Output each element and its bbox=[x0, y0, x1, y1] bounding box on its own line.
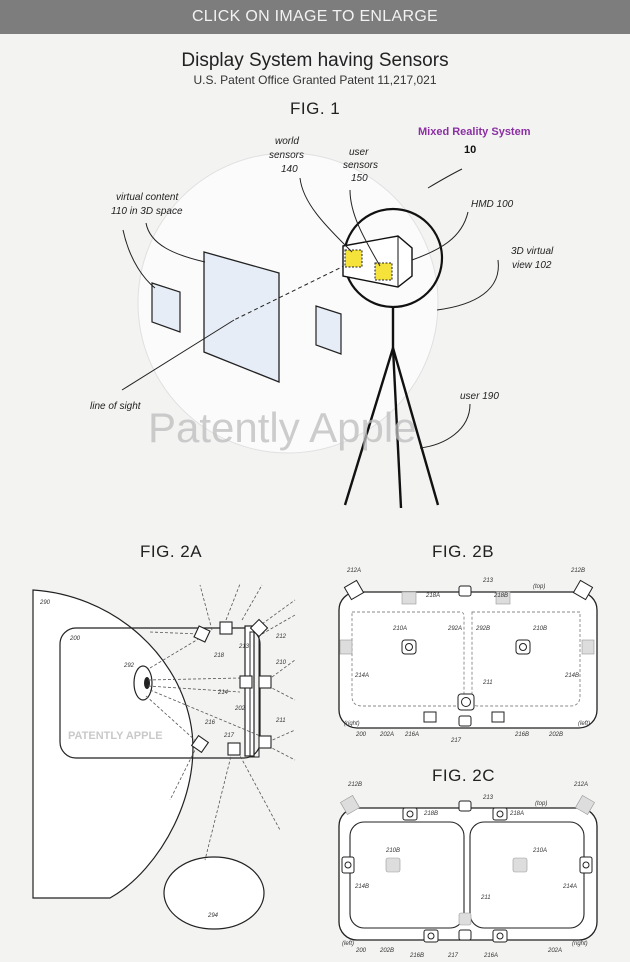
ref-213: 213 bbox=[238, 644, 250, 650]
2b-ref-292a: 292A bbox=[447, 626, 462, 632]
2c-ref-200: 200 bbox=[355, 948, 367, 954]
2c-ref-216a: 216A bbox=[483, 953, 498, 959]
2b-ref-213: 213 bbox=[482, 578, 494, 584]
2b-ref-212a: 212A bbox=[346, 568, 361, 574]
2c-ref-218a: 218A bbox=[509, 811, 524, 817]
2c-ref-212b: 212B bbox=[347, 782, 362, 788]
ref-217: 217 bbox=[223, 733, 235, 739]
content-panel-right bbox=[315, 305, 342, 355]
2b-right: (right) bbox=[344, 721, 360, 727]
world-sensors-label-2: sensors bbox=[269, 150, 304, 161]
2b-ref-202a: 202A bbox=[379, 732, 394, 738]
2c-ref-214b: 214B bbox=[354, 884, 369, 890]
2c-ref-211: 211 bbox=[480, 895, 491, 901]
page-subtitle: U.S. Patent Office Granted Patent 11,217… bbox=[193, 73, 437, 87]
2c-ref-217: 217 bbox=[447, 953, 459, 959]
world-sensor-box bbox=[344, 249, 363, 268]
fig1-label: FIG. 1 bbox=[290, 99, 341, 118]
fig2a-label: FIG. 2A bbox=[140, 542, 203, 561]
mixed-reality-system-label: Mixed Reality System bbox=[418, 126, 531, 138]
virtual-content-label-1: virtual content bbox=[116, 192, 179, 203]
2c-ref-218b: 218B bbox=[423, 811, 438, 817]
ref-218: 218 bbox=[213, 653, 225, 659]
fig1-watermark: Patently Apple bbox=[148, 404, 417, 451]
fig2b-drawing: 212A 213 212B (top) 218A 218B 210A 292A … bbox=[338, 568, 598, 744]
content-panel-main bbox=[203, 251, 280, 383]
user-sensors-label-3: 150 bbox=[351, 173, 368, 184]
user-sensor-box bbox=[374, 262, 393, 281]
2b-ref-292b: 292B bbox=[475, 626, 490, 632]
2b-ref-214a: 214A bbox=[354, 673, 369, 679]
2c-left: (left) bbox=[342, 941, 354, 947]
fig1-drawing: world sensors 140 user sensors 150 virtu… bbox=[90, 126, 554, 509]
line-of-sight-label: line of sight bbox=[90, 401, 142, 412]
ref-210: 210 bbox=[275, 660, 287, 666]
2c-right: (right) bbox=[572, 941, 588, 947]
ref-290: 290 bbox=[39, 600, 51, 606]
ref-212: 212 bbox=[275, 634, 287, 640]
2c-ref-214a: 214A bbox=[562, 884, 577, 890]
view-label-1: 3D virtual bbox=[511, 246, 554, 257]
view-label-2: view 102 bbox=[512, 260, 552, 271]
content-panel-left bbox=[151, 282, 181, 333]
fig2a-watermark: PATENTLY APPLE bbox=[68, 730, 163, 742]
ref-292: 292 bbox=[123, 663, 135, 669]
2b-left: (left) bbox=[578, 721, 590, 727]
2c-ref-202b: 202B bbox=[379, 948, 394, 954]
ref-202: 202 bbox=[234, 706, 246, 712]
2b-top: (top) bbox=[533, 584, 545, 590]
2c-ref-212a: 212A bbox=[573, 782, 588, 788]
2b-ref-218a: 218A bbox=[425, 593, 440, 599]
enlarge-banner-text: CLICK ON IMAGE TO ENLARGE bbox=[191, 8, 439, 25]
user-sensors-label-2: sensors bbox=[343, 160, 378, 171]
ref-216: 216 bbox=[204, 720, 216, 726]
system-number-label: 10 bbox=[464, 144, 476, 156]
2b-ref-202b: 202B bbox=[548, 732, 563, 738]
2b-ref-211: 211 bbox=[482, 680, 493, 686]
2c-ref-210a: 210A bbox=[532, 848, 547, 854]
2b-ref-212b: 212B bbox=[570, 568, 585, 574]
2c-ref-213: 213 bbox=[482, 795, 494, 801]
hmd-label: HMD 100 bbox=[471, 199, 514, 210]
2c-ref-216b: 216B bbox=[409, 953, 424, 959]
2b-ref-218b: 218B bbox=[493, 593, 508, 599]
page-title: Display System having Sensors bbox=[181, 50, 449, 71]
world-sensors-label-3: 140 bbox=[281, 164, 298, 175]
2b-ref-217: 217 bbox=[450, 738, 462, 744]
2c-top: (top) bbox=[535, 801, 547, 807]
user-sensors-label-1: user bbox=[349, 147, 369, 158]
virtual-content-label-2: 110 in 3D space bbox=[111, 206, 183, 217]
2b-ref-210a: 210A bbox=[392, 626, 407, 632]
fig2c-label: FIG. 2C bbox=[432, 766, 496, 785]
ref-200: 200 bbox=[69, 636, 81, 642]
user-label: user 190 bbox=[460, 391, 499, 402]
2b-ref-216a: 216A bbox=[404, 732, 419, 738]
fig2c-drawing: 212B 213 212A 218B 218A (top) 210B 210A … bbox=[338, 782, 598, 959]
ref-211: 211 bbox=[275, 718, 286, 724]
ref-294: 294 bbox=[207, 913, 219, 919]
fig2a-drawing: 290 200 292 218 213 212 210 214 202 216 … bbox=[32, 583, 296, 930]
ref-214: 214 bbox=[217, 690, 229, 696]
2b-ref-210b: 210B bbox=[532, 626, 547, 632]
2b-ref-216b: 216B bbox=[514, 732, 529, 738]
2b-ref-200: 200 bbox=[355, 732, 367, 738]
2b-ref-214b: 214B bbox=[564, 673, 579, 679]
2c-ref-210b: 210B bbox=[385, 848, 400, 854]
fig1-view-sphere bbox=[137, 152, 439, 454]
2c-ref-202a: 202A bbox=[547, 948, 562, 954]
world-sensors-label-1: world bbox=[275, 136, 299, 147]
fig2b-label: FIG. 2B bbox=[432, 542, 495, 561]
enlarge-image-banner[interactable]: CLICK ON IMAGE TO ENLARGE bbox=[0, 0, 630, 34]
